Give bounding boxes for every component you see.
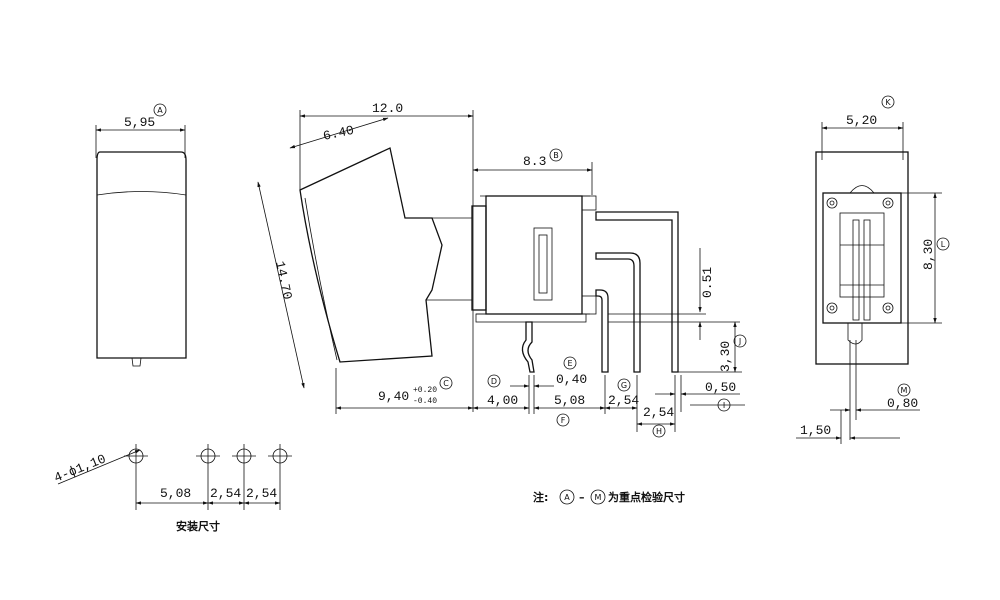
housing-flange: [471, 205, 487, 311]
marker-d-letter: D: [491, 377, 497, 386]
marker-m-letter: M: [901, 386, 908, 395]
end-view: 5,20 K 8,30 L 0,80 M 1,50: [796, 95, 950, 444]
pin-width-label: 0,50: [705, 380, 736, 395]
housing-base: [475, 313, 587, 323]
housing-width-label: 8.3: [523, 154, 546, 169]
marker-a-circle: [153, 103, 167, 117]
terminal-middle: [595, 252, 641, 373]
front-view: 5,95 A: [95, 103, 187, 367]
marker-k-letter: K: [885, 98, 891, 107]
pin-size-label: 0,80: [887, 396, 918, 411]
pin-pitch-2-label: 2,54: [608, 393, 639, 408]
note-to-marker: M: [595, 493, 602, 502]
marker-b-circle: [549, 148, 563, 162]
overall-length-label: 12.0: [372, 101, 403, 116]
marker-b-letter: B: [553, 151, 559, 160]
note-dash: –: [579, 491, 585, 504]
marker-e-letter: E: [567, 359, 572, 368]
marker-g-letter: G: [621, 381, 627, 390]
pin-pitch-1-label: 5,08: [554, 393, 585, 408]
terminal-lower: [595, 289, 609, 373]
end-outer-frame: [815, 151, 909, 365]
front-width-label: 5,95: [124, 115, 155, 130]
front-indicator-tip: [131, 357, 142, 367]
mounting-pitch-1: 5,08: [160, 486, 191, 501]
pin-offset-label: 4,00: [487, 393, 518, 408]
mounting-pattern: 4-ϕ1,10 5,08 2,54 2,54 安装尺寸: [52, 444, 292, 533]
tolerance-plus: +0.20: [413, 386, 437, 395]
rocker-actuator: [299, 147, 443, 363]
rocker-face-line: [304, 197, 338, 361]
terminal-front: [521, 321, 535, 373]
note-text: 为重点检验尺寸: [608, 490, 685, 504]
end-height-label: 8,30: [921, 239, 936, 270]
front-actuator-line: [96, 191, 187, 196]
marker-l-letter: L: [941, 240, 946, 249]
mounting-pitch-3: 2,54: [246, 486, 277, 501]
end-width-label: 5,20: [846, 113, 877, 128]
marker-f-letter: F: [561, 416, 566, 425]
front-body: [96, 151, 187, 359]
actuator-to-housing-label: 9,40: [378, 389, 409, 404]
pin-thickness-label: 0,40: [556, 372, 587, 387]
pin-protrusion-label: 3,30: [718, 341, 733, 372]
inspection-note: 注: A – M 为重点检验尺寸: [533, 489, 685, 505]
marker-h-letter: H: [656, 427, 662, 436]
mounting-holes-label: 4-ϕ1,10: [52, 451, 108, 485]
marker-i-letter: I: [723, 401, 725, 410]
tolerance-minus: -0.40: [413, 397, 437, 406]
note-prefix: 注:: [533, 490, 548, 504]
actuator-offset-label: 6.40: [322, 123, 356, 144]
actuator-length-label: 14.70: [272, 260, 295, 301]
pin-pitch-3-label: 2,54: [643, 405, 674, 420]
marker-j-letter: J: [738, 337, 741, 346]
mounting-pitch-2: 2,54: [210, 486, 241, 501]
gap-label: 0.51: [700, 267, 715, 298]
housing-window: [533, 227, 553, 301]
marker-c-letter: C: [443, 379, 449, 388]
note-from-marker: A: [564, 493, 570, 502]
side-view: 12.0 6.40 8.3 B 14.70: [257, 101, 747, 438]
marker-a-letter: A: [157, 106, 163, 115]
mounting-caption: 安装尺寸: [176, 519, 220, 533]
end-pin-offset-label: 1,50: [800, 423, 831, 438]
